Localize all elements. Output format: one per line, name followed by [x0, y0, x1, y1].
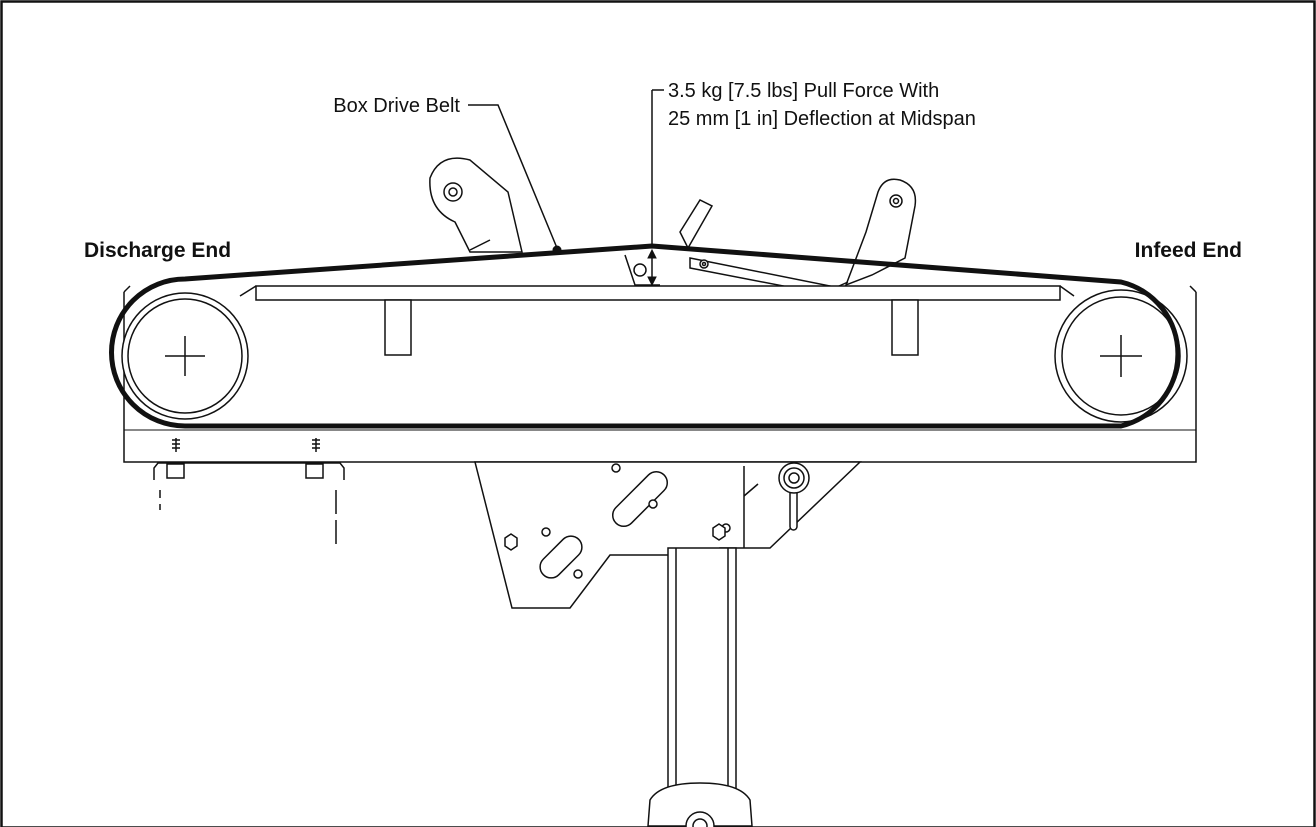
- deflection-arrow: [647, 89, 664, 287]
- box-drive-belt: [109, 243, 1181, 429]
- bed-plate: [239, 285, 1075, 356]
- left-support-bracket: [153, 438, 345, 545]
- mounting-plate: [474, 461, 862, 609]
- tension-spec-line1: 3.5 kg [7.5 lbs] Pull Force With: [668, 80, 939, 102]
- discharge-end-label: Discharge End: [84, 239, 231, 262]
- tensioner-arm-left: [429, 157, 523, 253]
- discharge-roller: [121, 292, 249, 420]
- vertical-post: [667, 547, 737, 811]
- infeed-roller: [1054, 289, 1188, 423]
- tensioner-arm-right: [829, 178, 917, 291]
- belt-label: Box Drive Belt: [333, 95, 460, 117]
- base-foot: [647, 782, 753, 827]
- belt-leader: [468, 104, 562, 255]
- tension-spec-line2: 25 mm [1 in] Deflection at Midspan: [668, 108, 976, 130]
- infeed-end-label: Infeed End: [1135, 239, 1242, 262]
- conveyor-frame: [123, 285, 1197, 463]
